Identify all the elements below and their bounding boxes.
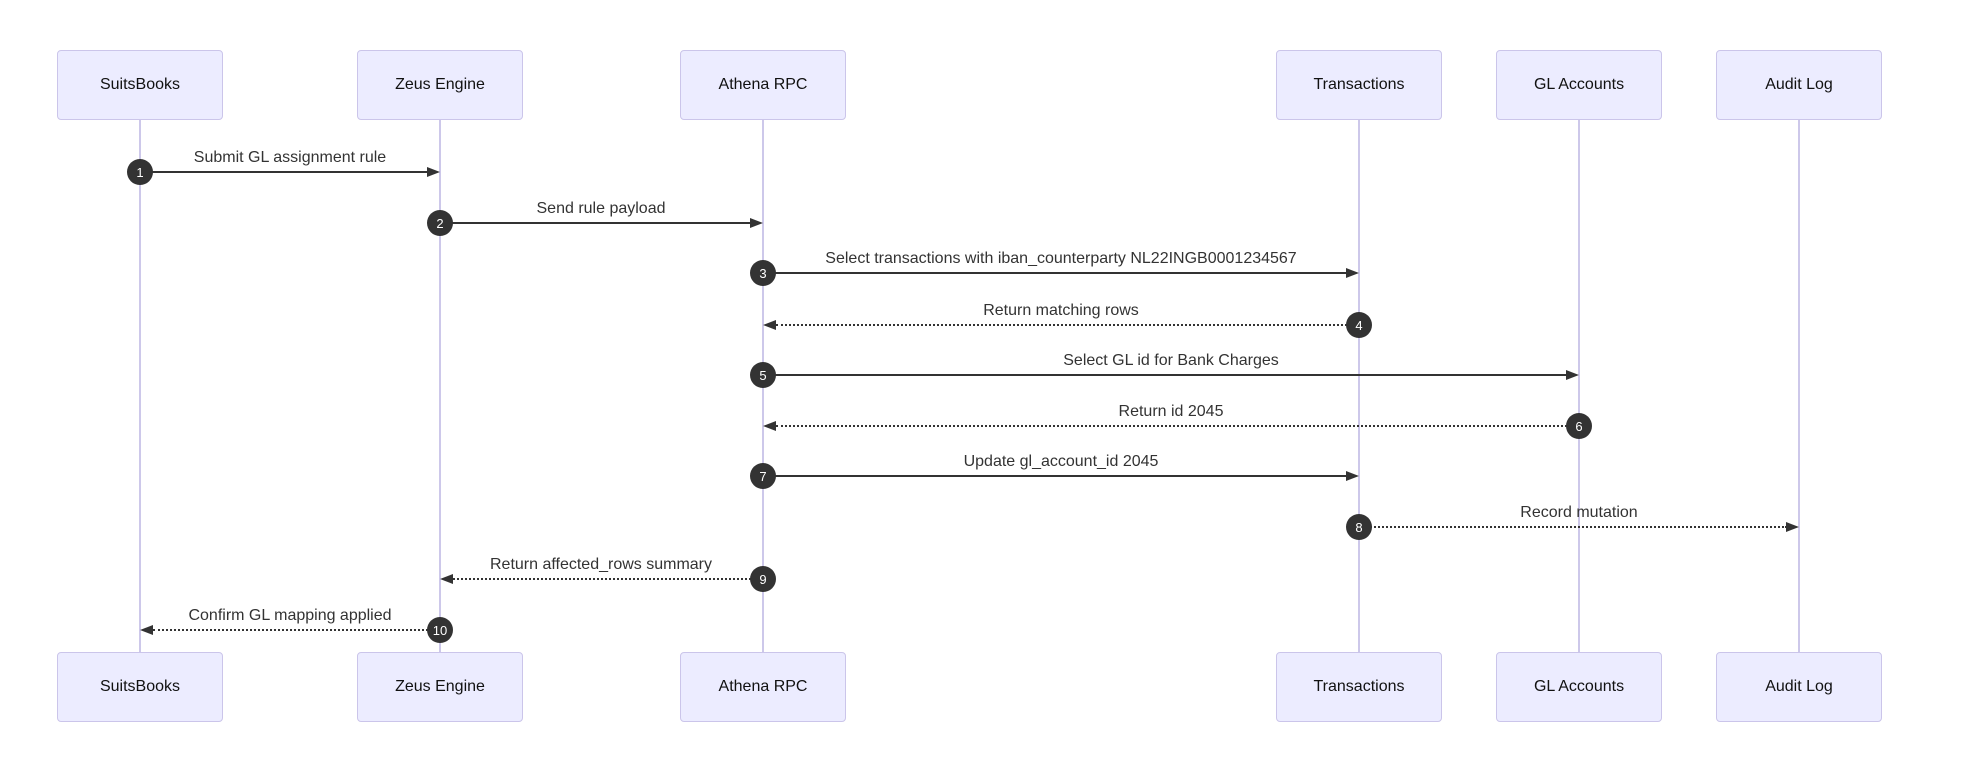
sequence-badge-10: 10 [427,617,453,643]
lifeline-suitsbooks [139,120,141,652]
actor-box-audit-log-bottom: Audit Log [1716,652,1882,722]
lifeline-zeus-engine [439,120,441,652]
actor-box-gl-accounts-bottom: GL Accounts [1496,652,1662,722]
sequence-badge-5: 5 [750,362,776,388]
lifeline-audit-log [1798,120,1800,652]
actor-box-zeus-engine-bottom: Zeus Engine [357,652,523,722]
message-2-label: Send rule payload [536,200,666,217]
actor-label: Athena RPC [718,678,808,695]
message-2-line [440,222,751,224]
message-8-arrowhead-icon [1786,522,1799,532]
sequence-badge-3: 3 [750,260,776,286]
actor-label: Athena RPC [718,76,808,93]
lifeline-transactions [1358,120,1360,652]
actor-box-audit-log-top: Audit Log [1716,50,1882,120]
actor-box-athena-rpc-top: Athena RPC [680,50,846,120]
message-9-label: Return affected_rows summary [489,556,713,573]
actor-box-suitsbooks-bottom: SuitsBooks [57,652,223,722]
message-4-arrowhead-icon [763,320,776,330]
actor-label: SuitsBooks [99,678,181,695]
actor-label: SuitsBooks [99,76,181,93]
sequence-badge-9: 9 [750,566,776,592]
message-3-line [763,272,1347,274]
message-9-line [453,578,763,580]
sequence-badge-7: 7 [750,463,776,489]
actor-label: Transactions [1313,678,1405,695]
message-1-label: Submit GL assignment rule [193,149,387,166]
message-7-label: Update gl_account_id 2045 [963,453,1159,470]
message-4-line [776,324,1359,326]
message-3-label: Select transactions with iban_counterpar… [825,250,1297,267]
message-6-label: Return id 2045 [1118,403,1224,420]
lifeline-gl-accounts [1578,120,1580,652]
actor-label: Transactions [1313,76,1405,93]
actor-label: Zeus Engine [395,678,485,695]
actor-label: Audit Log [1765,678,1833,695]
message-2-arrowhead-icon [750,218,763,228]
actor-box-transactions-top: Transactions [1276,50,1442,120]
message-10-line [153,629,440,631]
message-7-line [763,475,1347,477]
actor-box-athena-rpc-bottom: Athena RPC [680,652,846,722]
message-5-arrowhead-icon [1566,370,1579,380]
message-5-line [763,374,1567,376]
sequence-badge-4: 4 [1346,312,1372,338]
actor-label: Audit Log [1765,76,1833,93]
message-1-line [140,171,428,173]
message-6-line [776,425,1579,427]
message-8-label: Record mutation [1520,504,1638,521]
actor-label: GL Accounts [1533,76,1625,93]
message-7-arrowhead-icon [1346,471,1359,481]
sequence-badge-2: 2 [427,210,453,236]
sequence-badge-6: 6 [1566,413,1592,439]
message-10-label: Confirm GL mapping applied [188,607,392,624]
message-3-arrowhead-icon [1346,268,1359,278]
actor-label: Zeus Engine [395,76,485,93]
sequence-badge-1: 1 [127,159,153,185]
actor-box-gl-accounts-top: GL Accounts [1496,50,1662,120]
message-4-label: Return matching rows [983,302,1139,319]
sequence-badge-8: 8 [1346,514,1372,540]
message-8-line [1359,526,1787,528]
message-5-label: Select GL id for Bank Charges [1063,352,1279,369]
message-10-arrowhead-icon [140,625,153,635]
message-1-arrowhead-icon [427,167,440,177]
message-9-arrowhead-icon [440,574,453,584]
actor-label: GL Accounts [1533,678,1625,695]
message-6-arrowhead-icon [763,421,776,431]
actor-box-zeus-engine-top: Zeus Engine [357,50,523,120]
actor-box-suitsbooks-top: SuitsBooks [57,50,223,120]
actor-box-transactions-bottom: Transactions [1276,652,1442,722]
